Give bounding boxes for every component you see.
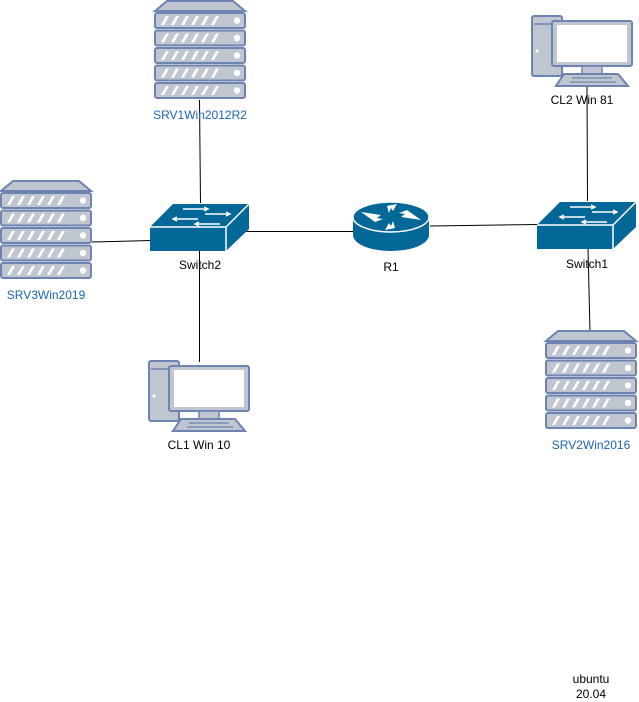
r1-label: R1	[383, 260, 399, 274]
router-icon[interactable]	[352, 201, 430, 251]
switch2-label: Switch2	[178, 258, 222, 272]
desktop-computer-icon[interactable]	[531, 15, 633, 87]
srv3-label: SRV3Win2019	[6, 288, 86, 302]
link-cl2-switch1	[586, 84, 588, 202]
link-srv2-switch1	[587, 247, 591, 333]
server-rack-icon[interactable]	[152, 0, 248, 99]
switch1-label: Switch1	[565, 257, 609, 271]
link-r1-switch1	[429, 224, 540, 227]
connection-lines	[91, 84, 591, 362]
link-srv3-switch2	[91, 240, 152, 243]
ubuntu-note-line1: ubuntu	[572, 672, 610, 686]
link-srv1-switch2	[199, 99, 201, 204]
ubuntu-note-line2: 20.04	[575, 687, 607, 701]
cl1-label: CL1 Win 10	[167, 438, 231, 452]
desktop-computer-icon[interactable]	[148, 360, 250, 432]
server-rack-icon[interactable]	[543, 330, 639, 429]
srv2-label: SRV2Win2016	[551, 438, 631, 452]
server-rack-icon[interactable]	[0, 180, 94, 279]
network-switch-icon[interactable]	[537, 201, 637, 249]
network-switch-icon[interactable]	[150, 203, 250, 251]
srv1-label: SRV1Win2012R2	[153, 108, 247, 122]
cl2-label: CL2 Win 81	[550, 93, 614, 107]
